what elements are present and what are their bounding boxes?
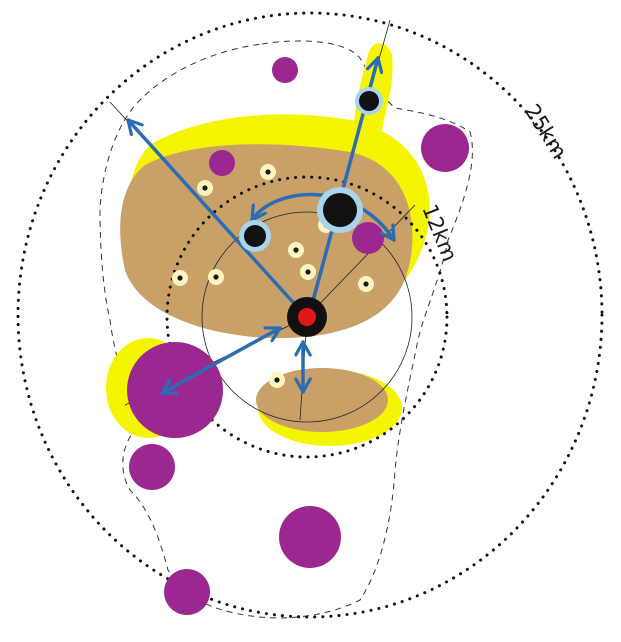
cream-dot [288, 242, 304, 258]
arrow-sw-to-centre [160, 326, 282, 395]
purple-circle [352, 222, 384, 254]
purple-circle-large [127, 342, 223, 438]
arc-arrow [250, 192, 396, 242]
purple-circle [272, 57, 298, 83]
cream-dot [300, 264, 316, 280]
cream-dot [208, 269, 224, 285]
dashed-boundary [99, 40, 473, 619]
outer-ring-25km [16, 11, 604, 619]
purple-circle [279, 506, 341, 568]
cream-dot [269, 372, 285, 388]
cream-dot [172, 270, 188, 286]
purple-circle [209, 150, 235, 176]
purple-circle [164, 569, 210, 615]
node-main [317, 187, 363, 233]
cream-dot [197, 180, 213, 196]
node-north [355, 87, 383, 115]
arrow-nw [126, 118, 302, 312]
outer-ring-label: 25km [520, 100, 572, 163]
purple-circle [421, 124, 469, 172]
thin-radial-ne [306, 204, 416, 318]
tan-area-south [256, 368, 388, 432]
cream-dot [260, 164, 276, 180]
purple-circle [129, 444, 175, 490]
cream-dot [358, 276, 374, 292]
centre-node [287, 297, 327, 337]
inner-ring-12km [165, 175, 449, 459]
node-west [239, 220, 271, 252]
